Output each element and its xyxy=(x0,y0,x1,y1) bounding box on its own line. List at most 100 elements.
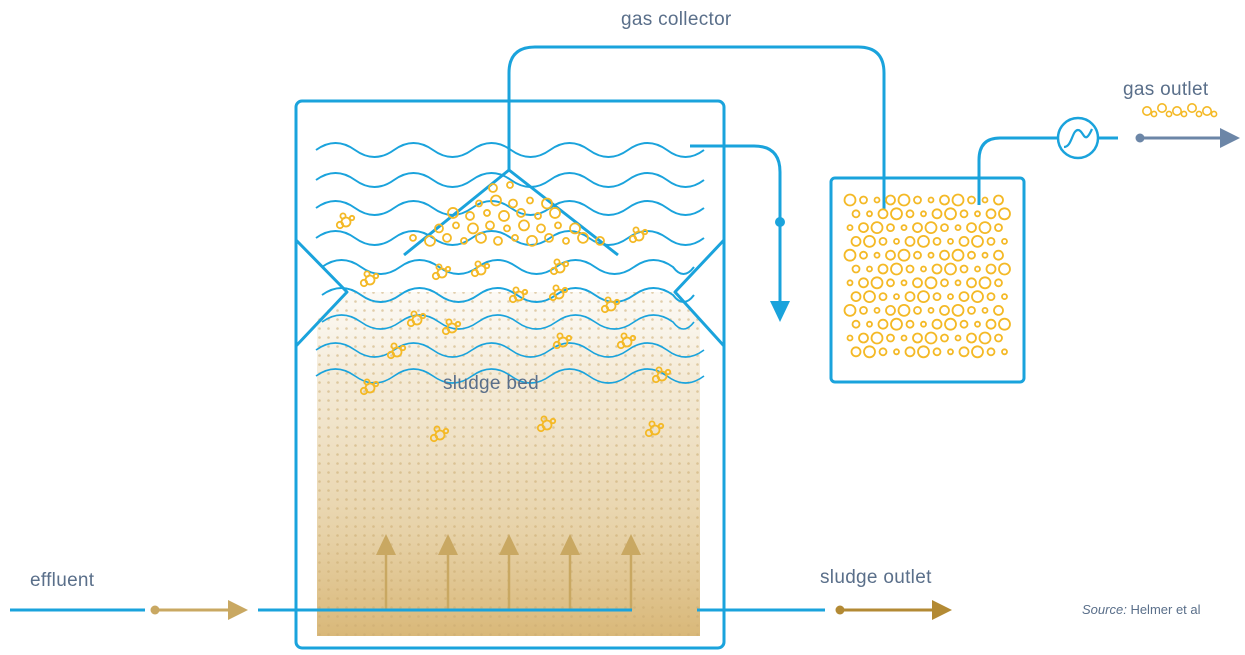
bubble xyxy=(905,264,915,274)
bubble xyxy=(1187,103,1198,114)
bubble xyxy=(441,326,451,336)
bubble xyxy=(932,236,942,246)
bubble xyxy=(410,310,418,318)
bubble xyxy=(863,290,876,304)
bubble xyxy=(912,222,923,234)
bubble xyxy=(940,278,949,288)
bubble xyxy=(971,290,984,304)
bubble xyxy=(993,249,1004,261)
bubble xyxy=(556,332,564,340)
bubble xyxy=(981,306,989,314)
bubble xyxy=(885,304,896,316)
bubble xyxy=(858,222,869,234)
sludge-bed-label: sludge bed xyxy=(443,373,539,394)
overflow-arrow-head xyxy=(770,301,790,322)
bubble xyxy=(985,318,997,330)
bubble xyxy=(339,212,347,220)
bubble xyxy=(552,340,562,350)
bubble xyxy=(900,279,908,287)
bubble xyxy=(994,278,1003,288)
sine-circle-icon xyxy=(1056,116,1100,160)
bubble xyxy=(363,270,371,278)
bubble xyxy=(595,235,605,246)
bubble xyxy=(372,380,380,388)
bubble xyxy=(904,235,916,247)
bubble xyxy=(986,347,996,357)
wave-line xyxy=(315,342,705,358)
bubble xyxy=(858,332,869,344)
bubble xyxy=(913,250,922,260)
bubble xyxy=(959,264,969,274)
bubble xyxy=(890,317,903,331)
bubble xyxy=(966,277,977,289)
bubble xyxy=(850,346,862,358)
bubble xyxy=(981,196,989,204)
source-text: Helmer et al xyxy=(1130,602,1201,617)
bubble xyxy=(503,224,511,233)
wave-line xyxy=(321,314,695,330)
bubble xyxy=(951,303,965,317)
bubble xyxy=(917,345,930,359)
bubble xyxy=(873,251,881,259)
bubble xyxy=(974,210,981,218)
bubble xyxy=(985,263,997,275)
bubble xyxy=(483,209,491,217)
bubble xyxy=(390,342,398,350)
upflow-arrow xyxy=(499,534,519,610)
bubble xyxy=(890,207,903,221)
bubble xyxy=(569,222,581,235)
bubble xyxy=(553,258,561,266)
bubble xyxy=(1142,106,1153,117)
bubble xyxy=(843,248,857,262)
bubble xyxy=(878,292,888,302)
bubble xyxy=(1001,237,1008,245)
bubble xyxy=(863,234,876,248)
bubble xyxy=(419,312,427,320)
bubble xyxy=(1195,110,1203,118)
gas-collector-pipe xyxy=(507,45,886,210)
bubble xyxy=(954,224,962,232)
bubble xyxy=(940,223,949,233)
bubble xyxy=(904,346,916,358)
bubble xyxy=(644,428,654,438)
bubble xyxy=(873,196,881,204)
bubble xyxy=(959,319,969,329)
bubble xyxy=(974,265,981,273)
bubble xyxy=(386,350,396,360)
bubble xyxy=(917,290,930,304)
bubble xyxy=(897,193,911,207)
bubble xyxy=(516,208,526,218)
bubble xyxy=(409,233,417,242)
bubble xyxy=(1165,110,1173,118)
bubble xyxy=(577,231,589,244)
gas-holder-tank xyxy=(829,176,1026,384)
wave-line xyxy=(315,368,705,384)
bubble xyxy=(893,237,900,245)
bubble xyxy=(488,183,498,193)
bubble xyxy=(866,265,873,273)
bubble xyxy=(870,331,884,345)
bubble xyxy=(998,207,1011,221)
bubble xyxy=(359,386,369,396)
bubble xyxy=(1157,103,1168,114)
bubble xyxy=(506,181,514,189)
bubble xyxy=(939,194,950,206)
bubble xyxy=(958,346,970,358)
source-citation: Source: Helmer et al xyxy=(1082,602,1201,617)
bubble xyxy=(885,194,896,206)
bubble xyxy=(877,263,889,275)
bubble xyxy=(877,318,889,330)
bubble xyxy=(541,197,553,210)
bubble xyxy=(985,208,997,220)
wave-line xyxy=(321,287,695,303)
bubble xyxy=(993,194,1004,206)
bubble xyxy=(886,278,895,288)
bubble xyxy=(967,250,976,260)
bubble xyxy=(900,334,908,342)
bubble xyxy=(971,345,984,359)
bubble xyxy=(866,210,873,218)
bubble xyxy=(920,210,927,218)
upflow-arrow xyxy=(621,534,641,610)
bubble xyxy=(526,234,538,247)
